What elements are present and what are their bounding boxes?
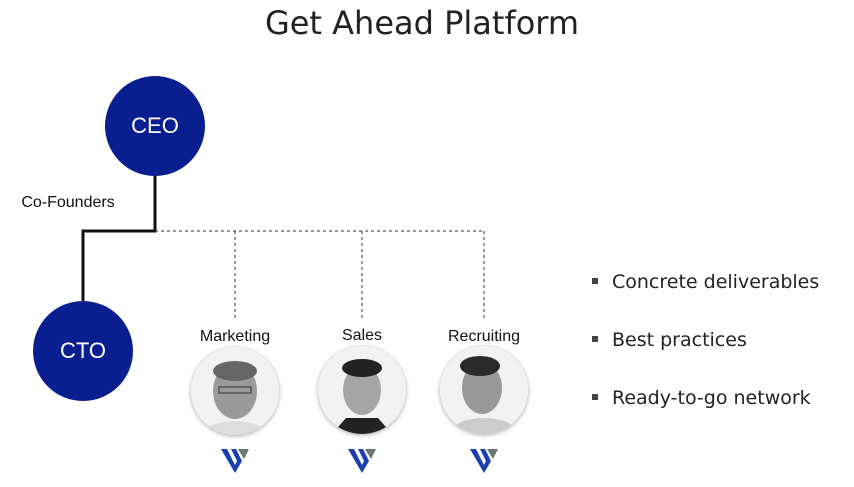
bullet-item: Best practices bbox=[592, 329, 747, 351]
cto-node: CTO bbox=[33, 301, 133, 401]
bullet-text: Best practices bbox=[612, 329, 747, 351]
bullet-square-icon bbox=[592, 277, 598, 284]
page-title: Get Ahead Platform bbox=[264, 4, 580, 42]
ceo-node: CEO bbox=[105, 76, 205, 176]
cofounders-label: Co-Founders bbox=[21, 194, 115, 211]
sales-avatar bbox=[318, 346, 406, 434]
bullet-text: Ready-to-go network bbox=[612, 387, 811, 409]
recruiting-avatar bbox=[440, 346, 528, 434]
bullet-square-icon bbox=[592, 393, 598, 400]
team-role-label: Recruiting bbox=[447, 328, 521, 345]
bullet-text: Concrete deliverables bbox=[612, 271, 820, 293]
company-logo-icon bbox=[221, 449, 249, 473]
bullet-item: Concrete deliverables bbox=[592, 271, 819, 293]
bullet-item: Ready-to-go network bbox=[592, 387, 811, 409]
company-logo-icon bbox=[470, 449, 498, 473]
team-role-label: Sales bbox=[341, 327, 383, 344]
company-logo-icon bbox=[348, 449, 376, 473]
cofounder-line bbox=[81, 176, 157, 301]
marketing-avatar bbox=[191, 347, 279, 435]
bullet-square-icon bbox=[592, 335, 598, 342]
team-role-label: Marketing bbox=[199, 328, 271, 345]
